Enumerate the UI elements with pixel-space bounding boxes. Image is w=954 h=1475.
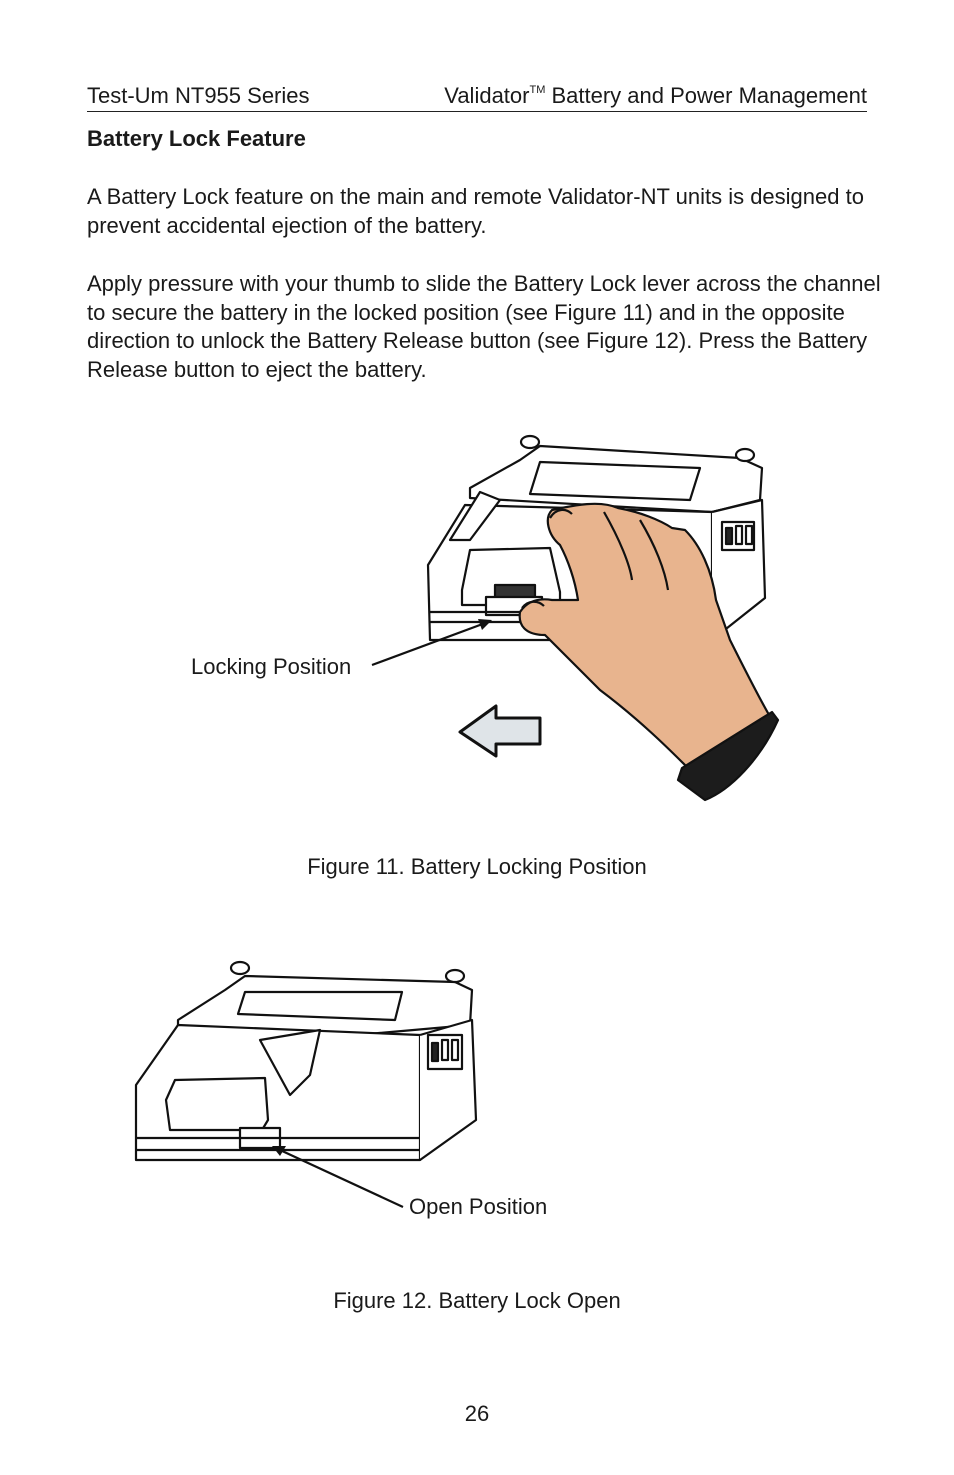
open-position-leader-line	[279, 1149, 404, 1208]
locking-position-arrowhead-icon	[478, 619, 492, 630]
figure-11-caption: Figure 11. Battery Locking Position	[307, 854, 647, 879]
trademark-mark: TM	[529, 83, 546, 96]
header-chapter-name: Validator	[444, 83, 530, 108]
slide-left-arrow-icon	[458, 704, 542, 758]
paragraph-instructions: Apply pressure with your thumb to slide …	[87, 271, 881, 382]
locking-position-leader-line	[371, 620, 489, 667]
header-chapter: ValidatorTM Battery and Power Management	[444, 83, 867, 109]
paragraph-intro: A Battery Lock feature on the main and r…	[87, 184, 864, 238]
open-position-label: Open Position	[409, 1194, 548, 1219]
page-number: 26	[464, 1401, 490, 1426]
section-title: Battery Lock Feature	[87, 126, 306, 151]
hand-thumb-illustration	[518, 502, 780, 802]
header-chapter-topic: Battery and Power Management	[545, 83, 867, 108]
page-header: Test-Um NT955 Series ValidatorTM Battery…	[87, 81, 867, 112]
validator-device-open	[134, 960, 478, 1162]
open-position-arrowhead-icon	[272, 1146, 286, 1156]
locking-position-label: Locking Position	[191, 654, 352, 679]
figure-12-caption: Figure 12. Battery Lock Open	[333, 1288, 621, 1313]
header-series: Test-Um NT955 Series	[87, 83, 310, 108]
